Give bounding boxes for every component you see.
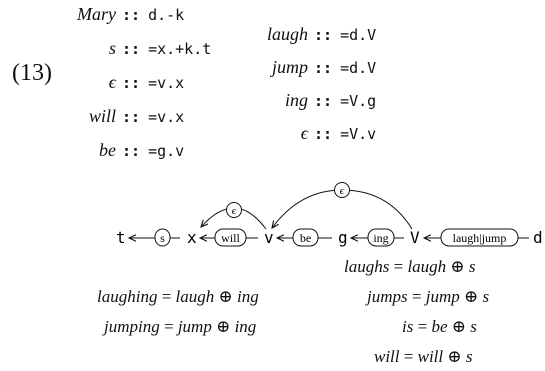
equation-operator: ⊕ [463, 287, 479, 306]
equation-lhs: laughing [97, 287, 158, 306]
graph-edge-label: ϵ [340, 185, 345, 197]
equation-operator: ⊕ [216, 317, 231, 336]
lexicon-separator: :: [314, 125, 333, 143]
equation-term: laugh [175, 287, 215, 306]
lexicon-separator: :: [122, 40, 141, 58]
lexicon-features: =V.v [340, 125, 377, 143]
lexicon-word: ϵ [108, 72, 116, 92]
equation-operator: ⊕ [451, 317, 466, 336]
equation-term: s [465, 347, 473, 366]
equation-lhs: jumps [367, 287, 408, 306]
lexicon-features: =d.V [340, 26, 377, 44]
lexicon-entry: ing::=V.g [226, 90, 376, 111]
equation-term: s [470, 317, 477, 336]
equation-lhs: is [402, 317, 414, 336]
equation-jumps: jumps = jump ⊕ s [367, 287, 490, 306]
lexicon-features: =x.+k.t [148, 40, 212, 58]
lexicon-features: =v.x [148, 108, 185, 126]
equation-term: s [482, 287, 490, 306]
graph-node-V: V [410, 228, 420, 247]
lexicon-features: d.-k [148, 6, 185, 24]
graph-edge-s: s [129, 228, 180, 247]
graph-node-t: t [116, 228, 126, 247]
lexicon-entry: s::=x.+k.t [22, 38, 211, 59]
equation-laughing: laughing = laugh ⊕ ing [97, 287, 259, 306]
equation-is: is = be ⊕ s [402, 317, 477, 336]
lexicon-word: s [108, 38, 116, 58]
equation-term: will [417, 347, 444, 366]
graph-edge-label: be [300, 231, 311, 245]
graph-node-v: v [264, 228, 274, 247]
graph-node-g: g [338, 228, 348, 247]
lexicon-word: jump [272, 57, 308, 77]
lexicon-entry: be::=g.v [22, 140, 184, 161]
equation-term: ing [234, 317, 257, 336]
graph-edge-ing: ing [351, 228, 404, 247]
graph-node-x: x [187, 228, 197, 247]
lexicon-entry: ϵ::=V.v [226, 123, 376, 144]
lexicon-word: Mary [77, 4, 116, 24]
equation-term: s [468, 257, 476, 276]
equation-lhs: will [374, 347, 400, 366]
lexicon-word: will [88, 106, 116, 126]
graph-edge-label: laugh|jump [453, 231, 507, 245]
graph-edge-label: s [160, 231, 165, 245]
equation-operator: ⊕ [218, 287, 233, 306]
equation-term: jump [177, 317, 212, 336]
equation-laughs: laughs = laugh ⊕ s [344, 257, 476, 276]
equation-will: will = will ⊕ s [374, 347, 473, 366]
lexicon-separator: :: [122, 6, 141, 24]
lexicon-word: ing [284, 90, 308, 110]
lexicon-entry: laugh::=d.V [226, 24, 376, 45]
example-number: (13) [12, 60, 52, 86]
equation-term: ing [237, 287, 259, 306]
lexicon-features: =V.g [340, 92, 377, 110]
equation-term: be [431, 317, 448, 336]
equation-operator: ⊕ [450, 257, 465, 276]
graph-edge-label: ϵ [232, 205, 237, 217]
lexicon-separator: :: [314, 26, 333, 44]
equation-operator: ⊕ [447, 347, 462, 366]
equation-lhs: jumping [104, 317, 160, 336]
lexicon-word: laugh [266, 24, 308, 44]
lexicon-separator: :: [122, 142, 141, 160]
lexicon-entry: ϵ::=v.x [22, 72, 184, 93]
lexicon-separator: :: [122, 108, 141, 126]
lexicon-features: =d.V [340, 59, 377, 77]
graph-edge-laugh-jump: laugh|jump [424, 228, 529, 247]
lexicon-separator: :: [122, 74, 141, 92]
lexicon-entry: jump::=d.V [226, 57, 376, 78]
lexicon-features: =g.v [148, 142, 185, 160]
lexicon-word: ϵ [300, 123, 308, 143]
graph-node-d: d [533, 228, 543, 247]
equation-lhs: laughs [344, 257, 390, 276]
equation-term: jump [425, 287, 460, 306]
graph-epsilon-arc-v-x: ϵ [201, 202, 267, 230]
graph-edge-label: ing [373, 231, 388, 245]
equation-jumping: jumping = jump ⊕ ing [104, 317, 257, 336]
lexicon-entry: Mary::d.-k [22, 4, 184, 25]
lexicon-separator: :: [314, 92, 333, 110]
equation-term: laugh [407, 257, 447, 276]
lexicon-word: be [99, 140, 116, 160]
graph-epsilon-arc-V-v: ϵ [272, 182, 413, 230]
lexicon-entry: will::=v.x [22, 106, 184, 127]
lexicon-separator: :: [314, 59, 333, 77]
graph-edge-label: will [221, 231, 240, 245]
lexicon-features: =v.x [148, 74, 185, 92]
graph-edge-will: will [200, 228, 258, 247]
graph-edge-be: be [277, 228, 332, 247]
